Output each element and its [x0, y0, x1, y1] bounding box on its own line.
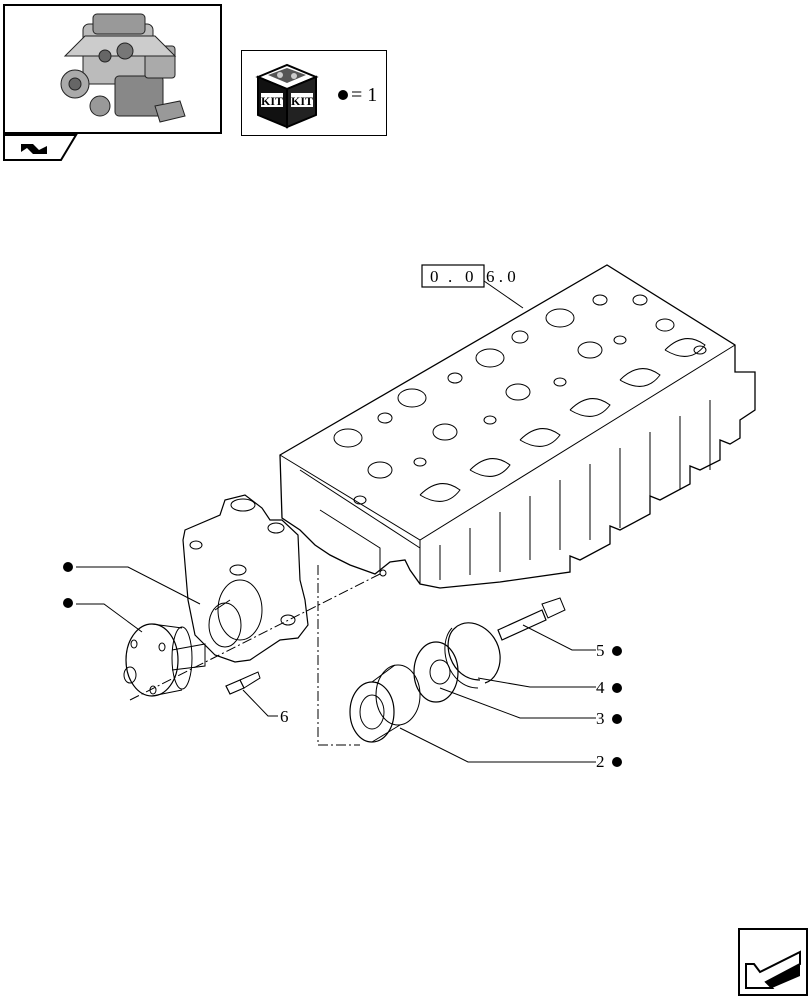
reference-dot: . — [448, 267, 452, 286]
reference-digit-1: 0 — [430, 267, 439, 286]
bolt-5 — [497, 597, 566, 641]
callout-label-5: 5 — [596, 641, 605, 660]
callout-bullet-3 — [612, 714, 622, 724]
callout-bullet-4 — [612, 683, 622, 693]
callout-label-6: 6 — [280, 707, 289, 726]
kit-quantity: = 1 — [351, 84, 378, 106]
callout-label-4: 4 — [596, 678, 605, 697]
callout-bullet-2 — [612, 757, 622, 767]
pulley-hub — [123, 623, 206, 697]
kit-box-icon: KIT KIT — [255, 63, 319, 129]
callout-bullet-1b — [63, 598, 73, 608]
bolt-6 — [225, 671, 261, 695]
circlip-4 — [444, 622, 501, 689]
kit-label-left: KIT — [261, 94, 283, 108]
kit-bullet-icon — [338, 90, 348, 100]
water-pump-body — [182, 494, 309, 663]
bearing-2 — [349, 664, 421, 743]
next-page-arrow-icon[interactable] — [738, 928, 808, 996]
reference-suffix: 6 . 0 — [486, 267, 516, 286]
callout-bullet-1 — [63, 562, 73, 572]
cylinder-head — [279, 264, 756, 589]
seal-3 — [413, 641, 459, 703]
callout-bullet-5 — [612, 646, 622, 656]
engine-thumbnail-frame — [3, 4, 222, 134]
reference-digit-2: 0 — [465, 267, 474, 286]
engine-thumbnail-icon — [60, 13, 186, 123]
section-arrow-icon[interactable] — [3, 134, 78, 162]
callout-label-3: 3 — [596, 709, 605, 728]
kit-legend: KIT KIT = 1 — [241, 50, 387, 136]
reference-box — [421, 264, 485, 288]
callout-label-2: 2 — [596, 752, 605, 771]
kit-label-right: KIT — [291, 94, 313, 108]
